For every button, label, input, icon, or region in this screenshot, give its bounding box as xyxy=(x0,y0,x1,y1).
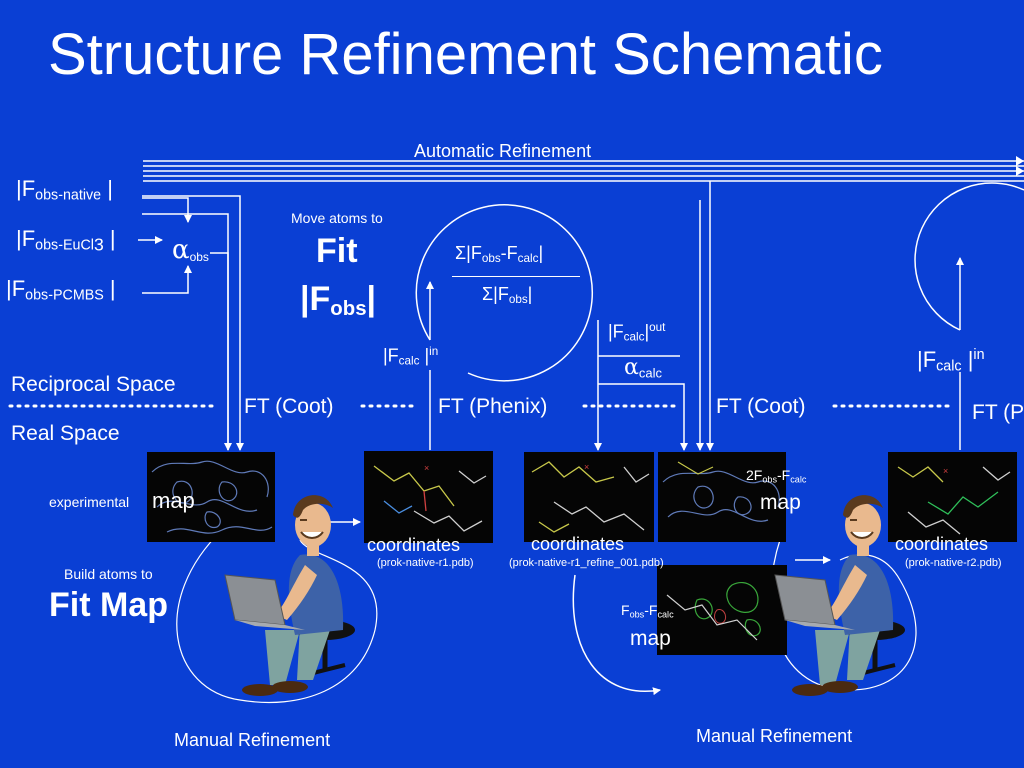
coords2-to-fofc xyxy=(572,574,661,696)
fofc-map-label: map xyxy=(630,627,671,650)
coordinates-image-3: × xyxy=(888,452,1017,542)
coordinates-image-1: × xyxy=(364,451,493,543)
alpha-calc-to-map xyxy=(598,383,688,451)
page-title: Structure Refinement Schematic xyxy=(48,22,883,87)
ft-coot-label-1: FT (Coot) xyxy=(244,395,334,418)
ft-partial-label: FT (P xyxy=(972,401,1024,424)
experimental-map-label: map xyxy=(152,488,195,513)
file-label-3: (prok-native-r2.pdb) xyxy=(905,557,1002,569)
alpha-obs-label: αobs xyxy=(172,235,209,265)
svg-text:×: × xyxy=(943,466,948,476)
native-to-map xyxy=(142,195,244,451)
coordinates-label-3: coordinates xyxy=(895,534,989,554)
real-space-label: Real Space xyxy=(11,422,120,445)
coordinates-label-1: coordinates xyxy=(367,535,461,555)
rfactor-fraction-bar xyxy=(452,276,580,277)
reciprocal-space-label: Reciprocal Space xyxy=(11,373,176,396)
alpha-to-map xyxy=(210,252,229,450)
fobs-pcmbs-label: |Fobs-PCMBS | xyxy=(6,276,116,304)
twofofc-map-label: map xyxy=(760,491,801,514)
manual-refinement-label-2: Manual Refinement xyxy=(696,726,853,746)
refine-loop-2 xyxy=(914,182,1024,331)
twofofc-map-image xyxy=(658,452,786,542)
rfactor-denominator: Σ|Fobs| xyxy=(482,284,533,306)
experimental-label: experimental xyxy=(49,494,130,510)
fobs-fit-label: |Fobs| xyxy=(300,280,377,321)
build-atoms-label: Build atoms to xyxy=(64,566,153,582)
rfactor-numerator: Σ|Fobs-Fcalc| xyxy=(455,243,544,265)
fofc-label: Fobs-Fcalc xyxy=(621,602,674,620)
fcalc-in-label-2: |Fcalc |in xyxy=(917,346,985,375)
twofofc-label: 2Fobs-Fcalc xyxy=(746,467,807,485)
manual-refinement-label-1: Manual Refinement xyxy=(174,730,331,750)
ft-coot-label-2: FT (Coot) xyxy=(716,395,806,418)
automatic-refinement-label: Automatic Refinement xyxy=(414,141,592,161)
fcalc-out-label: |Fcalc|out xyxy=(608,321,666,344)
svg-text:×: × xyxy=(584,462,589,472)
fofc-map-image xyxy=(657,565,787,655)
move-atoms-label: Move atoms to xyxy=(291,210,383,226)
fit-label: Fit xyxy=(316,232,358,270)
refine-loop-1 xyxy=(415,204,594,382)
svg-text:×: × xyxy=(424,463,429,473)
native-to-alpha xyxy=(142,197,192,223)
coordinates-image-2: × xyxy=(524,452,654,542)
file-label-1: (prok-native-r1.pdb) xyxy=(377,557,474,569)
alpha-calc-label: αcalc xyxy=(624,355,662,381)
fobs-native-label: |Fobs-native | xyxy=(16,176,113,204)
experimental-map-image xyxy=(147,452,275,542)
fcalc-in-label-1: |Fcalc |in xyxy=(383,345,439,368)
pcmbs-to-alpha xyxy=(142,265,192,294)
fobs-eucl-label: |Fobs-EuCl3 | xyxy=(16,226,116,255)
coordinates-label-2: coordinates xyxy=(531,534,625,554)
ft-phenix-label: FT (Phenix) xyxy=(438,395,548,418)
fit-map-label: Fit Map xyxy=(49,586,168,624)
file-label-2: (prok-native-r1_refine_001.pdb) xyxy=(509,557,664,569)
